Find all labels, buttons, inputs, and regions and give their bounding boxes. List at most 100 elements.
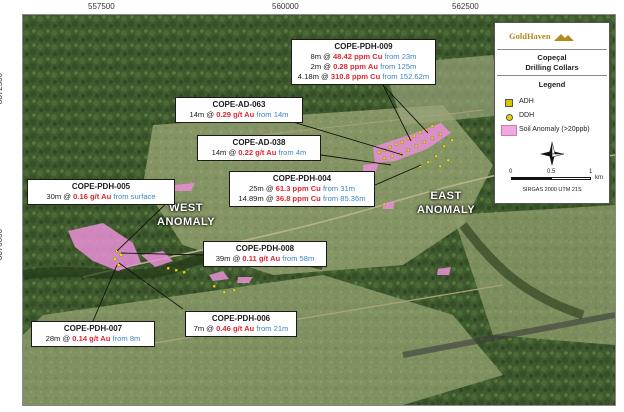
interval-text: 8m @ — [310, 52, 333, 61]
callout-row: 7m @ 0.46 g/t Au from 21m — [190, 324, 292, 334]
callout-row: 25m @ 61.3 ppm Cu from 31m — [234, 184, 370, 194]
grade-text: 310.8 ppm Cu — [330, 72, 381, 81]
legend-item-label: Soil Anomaly (>20ppb) — [519, 126, 590, 133]
scale-segment-dark — [511, 177, 551, 180]
callout-cope-pdh-006[interactable]: COPE-PDH-006 7m @ 0.46 g/t Au from 21m — [185, 311, 297, 337]
grade-text: 0.11 g/t Au — [242, 254, 281, 263]
scale-label-1: 1 — [589, 169, 593, 175]
interval-text: 39m @ — [215, 254, 243, 263]
from-text: from 152.62m — [380, 72, 430, 81]
easting-tick-3: 562500 — [452, 2, 479, 11]
callout-title: COPE-PDH-008 — [235, 244, 295, 253]
company-logo: GoldHaven — [509, 31, 575, 42]
legend-item-label: DDH — [519, 112, 535, 119]
from-text: from 14m — [254, 110, 289, 119]
from-text: from 23m — [382, 52, 417, 61]
callout-row: 14m @ 0.29 g/t Au from 14m — [180, 110, 298, 120]
satellite-map[interactable]: WEST ANOMALY EAST ANOMALY COPE-PDH-009 8… — [22, 14, 616, 406]
callout-cope-pdh-005[interactable]: COPE-PDH-005 30m @ 0.16 g/t Au from surf… — [27, 179, 175, 205]
from-text: from 58m — [280, 254, 315, 263]
scale-label-half: 0.5 — [547, 169, 556, 175]
interval-text: 25m @ — [248, 184, 276, 193]
soil-anomaly-west — [68, 183, 451, 283]
legend-divider — [497, 49, 607, 50]
legend-divider — [497, 75, 607, 76]
crs-label: SIRGAS 2000 UTM 21S — [522, 187, 582, 193]
grade-text: 36.8 ppm Cu — [275, 194, 321, 203]
grade-text: 0.29 g/t Au — [216, 110, 255, 119]
callout-title: COPE-PDH-005 — [71, 182, 131, 191]
callout-row: 14.89m @ 36.8 ppm Cu from 85.36m — [234, 194, 370, 204]
grade-text: 61.3 ppm Cu — [275, 184, 321, 193]
callout-cope-pdh-008[interactable]: COPE-PDH-008 39m @ 0.11 g/t Au from 58m — [203, 241, 327, 267]
callout-row: 39m @ 0.11 g/t Au from 58m — [208, 254, 322, 264]
legend-project: Copeçal — [537, 53, 567, 62]
legend-subtitle: Drilling Collars — [525, 63, 579, 72]
callout-cope-pdh-004[interactable]: COPE-PDH-004 25m @ 61.3 ppm Cu from 31m … — [229, 171, 375, 207]
logo-text: GoldHaven — [509, 31, 551, 41]
from-text: from 21m — [254, 324, 289, 333]
grade-text: 0.22 g/t Au — [238, 148, 277, 157]
drill-collars-west — [113, 249, 236, 294]
from-text: from 31m — [320, 184, 356, 193]
from-text: from 4m — [276, 148, 307, 157]
grade-text: 48.42 ppm Cu — [332, 52, 383, 61]
callout-title: COPE-AD-038 — [232, 138, 286, 147]
north-arrow-icon — [540, 141, 565, 166]
scale-label-0: 0 — [509, 169, 513, 175]
east-anomaly-label-line2: ANOMALY — [417, 204, 476, 216]
interval-text: 14.89m @ — [238, 194, 276, 203]
callout-title: COPE-AD-063 — [212, 100, 266, 109]
callout-title: COPE-PDH-007 — [63, 324, 123, 333]
east-anomaly-label-line1: EAST — [430, 190, 462, 202]
from-text: from 85.36m — [320, 194, 366, 203]
northing-tick-2: 8870000 — [0, 228, 5, 261]
legend-heading: Legend — [538, 80, 566, 89]
callout-leader-lines — [92, 84, 429, 322]
easting-tick-2: 560000 — [272, 2, 299, 11]
logo-mountain-icon — [553, 34, 574, 42]
northing-tick-1: 8872500 — [0, 72, 5, 105]
callout-row: 2m @ 0.28 ppm Au from 125m — [296, 62, 431, 72]
west-anomaly-label: WEST ANOMALY — [157, 201, 215, 229]
callout-row: 14m @ 0.22 g/t Au from 4m — [202, 148, 316, 158]
callout-row: 28m @ 0.14 g/t Au from 8m — [36, 334, 150, 344]
interval-text: 2m @ — [310, 62, 334, 71]
grade-text: 0.16 g/t Au — [73, 192, 112, 201]
easting-tick-1: 557500 — [88, 2, 115, 11]
interval-text: 4.18m @ — [297, 72, 331, 81]
interval-text: 30m @ — [46, 192, 74, 201]
interval-text: 7m @ — [193, 324, 217, 333]
callout-row: 30m @ 0.16 g/t Au from surface — [32, 192, 170, 202]
callout-row: 4.18m @ 310.8 ppm Cu from 152.62m — [296, 72, 431, 82]
east-anomaly-label: EAST ANOMALY — [417, 189, 475, 217]
scale-segment-light — [551, 177, 591, 180]
grade-text: 0.46 g/t Au — [216, 324, 255, 333]
west-anomaly-label-line2: ANOMALY — [157, 216, 216, 228]
grade-text: 0.28 ppm Au — [333, 62, 378, 71]
callout-title: COPE-PDH-006 — [211, 314, 271, 323]
grade-text: 0.14 g/t Au — [72, 334, 111, 343]
callout-cope-pdh-007[interactable]: COPE-PDH-007 28m @ 0.14 g/t Au from 8m — [31, 321, 155, 347]
ddh-dot-icon — [506, 114, 513, 121]
west-anomaly-label-line1: WEST — [169, 202, 203, 214]
scale-bar: 0 0.5 1 km — [509, 169, 603, 181]
scale-unit: km — [595, 175, 603, 181]
drill-collars-east — [377, 124, 454, 206]
legend-item-label: ADH — [519, 98, 534, 105]
callout-cope-ad-038[interactable]: COPE-AD-038 14m @ 0.22 g/t Au from 4m — [197, 135, 321, 161]
soil-anomaly-swatch — [501, 125, 517, 136]
callout-cope-pdh-009[interactable]: COPE-PDH-009 8m @ 48.42 ppm Cu from 23m … — [291, 39, 436, 85]
adh-square-icon — [505, 99, 513, 107]
interval-text: 28m @ — [45, 334, 73, 343]
callout-row: 8m @ 48.42 ppm Cu from 23m — [296, 52, 431, 62]
callout-cope-ad-063[interactable]: COPE-AD-063 14m @ 0.29 g/t Au from 14m — [175, 97, 303, 123]
callout-title: COPE-PDH-004 — [272, 174, 332, 183]
interval-text: 14m @ — [211, 148, 239, 157]
callout-title: COPE-PDH-009 — [334, 42, 393, 51]
legend-panel: GoldHaven Copeçal Drilling Collars Legen… — [494, 22, 610, 204]
from-text: from surface — [111, 192, 156, 201]
interval-text: 14m @ — [189, 110, 217, 119]
from-text: from 125m — [377, 62, 417, 71]
